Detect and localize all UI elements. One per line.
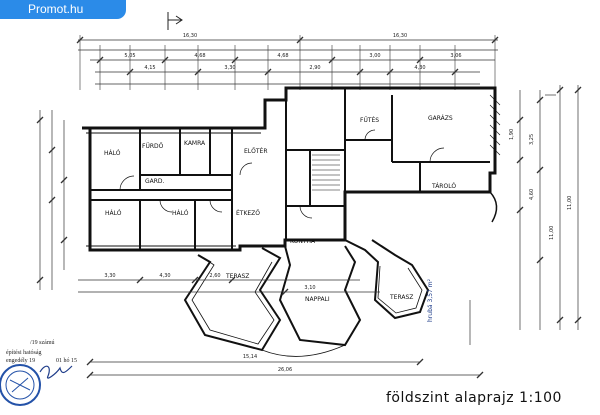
room-label-halo-1: HÁLÓ bbox=[104, 150, 121, 157]
drawing-caption: földszint alaprajz 1:100 bbox=[386, 390, 562, 406]
dimension-lines-left bbox=[36, 110, 68, 290]
dimension-lines-right bbox=[516, 85, 582, 330]
svg-text:4,30: 4,30 bbox=[159, 273, 170, 279]
room-label-gardrob: GARD. bbox=[145, 178, 165, 185]
svg-text:2,90: 2,90 bbox=[309, 65, 320, 71]
room-label-tarolo: TÁROLÓ bbox=[432, 183, 457, 190]
drawing-scale: 1:100 bbox=[519, 390, 562, 406]
dimension-values-bottom: 26,06 15,14 3,30 4,30 2,60 3,10 bbox=[104, 273, 315, 373]
svg-text:4,68: 4,68 bbox=[194, 53, 205, 59]
stamp-line-2: építési hatóság bbox=[6, 350, 42, 356]
svg-text:4,60: 4,60 bbox=[529, 189, 535, 200]
svg-text:4,30: 4,30 bbox=[414, 65, 425, 71]
svg-text:3,25: 3,25 bbox=[529, 134, 535, 145]
stamp-date: 01 hó 15 bbox=[56, 358, 77, 364]
svg-text:5,05: 5,05 bbox=[124, 53, 135, 59]
room-label-terasz-2: TERASZ bbox=[390, 294, 414, 301]
room-label-futes: FŰTÉS bbox=[360, 117, 380, 124]
svg-text:11,00: 11,00 bbox=[567, 196, 573, 210]
drawing-title: földszint alaprajz bbox=[386, 390, 515, 406]
section-marker-top bbox=[167, 12, 183, 30]
promot-badge[interactable]: Promot.hu bbox=[0, 0, 126, 19]
room-label-nappali: NAPPALI bbox=[305, 296, 330, 303]
room-label-eloter: ELŐTÉR bbox=[244, 148, 268, 155]
room-label-konyha: KONYHA bbox=[290, 238, 316, 245]
svg-text:4,68: 4,68 bbox=[277, 53, 288, 59]
svg-text:11,00: 11,00 bbox=[549, 226, 555, 240]
dimension-lines-bottom bbox=[78, 276, 484, 379]
stamp-line-3: engedély 19 bbox=[6, 358, 36, 364]
room-label-halo-2: HÁLÓ bbox=[105, 210, 122, 217]
svg-text:hrubá 3,57 m²: hrubá 3,57 m² bbox=[427, 278, 434, 322]
dimension-values-right: 11,00 11,00 3,25 4,60 1,90 bbox=[509, 129, 573, 240]
svg-text:3,30: 3,30 bbox=[104, 273, 115, 279]
svg-text:15,14: 15,14 bbox=[243, 354, 257, 360]
svg-text:3,10: 3,10 bbox=[304, 285, 315, 291]
room-label-etkezo: ÉTKEZŐ bbox=[236, 210, 261, 217]
svg-text:3,06: 3,06 bbox=[450, 53, 461, 59]
room-label-halo-3: HÁLÓ bbox=[172, 210, 189, 217]
room-label-kamra: KAMRA bbox=[184, 140, 206, 147]
svg-text:3,00: 3,00 bbox=[369, 53, 380, 59]
stamp-line-1: /19 számú bbox=[30, 340, 55, 346]
svg-text:26,06: 26,06 bbox=[278, 367, 292, 373]
terrace-walls bbox=[183, 239, 430, 357]
svg-text:4,15: 4,15 bbox=[144, 65, 155, 71]
svg-text:3,30: 3,30 bbox=[224, 65, 235, 71]
handwritten-note: hrubá 3,57 m² bbox=[427, 278, 434, 322]
room-label-furdo: FÜRDŐ bbox=[142, 143, 164, 150]
svg-text:2,60: 2,60 bbox=[209, 273, 220, 279]
badge-label[interactable]: Promot.hu bbox=[28, 2, 84, 16]
svg-text:16,30: 16,30 bbox=[393, 33, 407, 39]
room-label-terasz-1: TERASZ bbox=[226, 273, 250, 280]
room-label-garazs: GARÁZS bbox=[428, 115, 453, 122]
approval-stamp bbox=[0, 364, 41, 406]
signature bbox=[39, 365, 73, 379]
svg-text:1,90: 1,90 bbox=[509, 129, 515, 140]
building-walls bbox=[82, 86, 501, 252]
svg-text:16,30: 16,30 bbox=[183, 33, 197, 39]
dimension-lines-top bbox=[76, 35, 499, 90]
dimension-values-top: 16,30 16,30 5,05 4,68 4,68 3,00 3,06 4,1… bbox=[124, 33, 461, 71]
